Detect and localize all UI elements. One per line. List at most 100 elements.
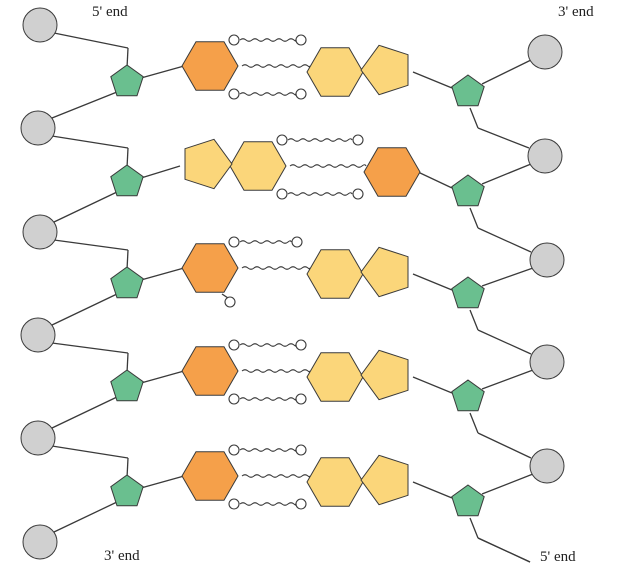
glycosidic-bond [412,273,453,291]
backbone-link [469,207,479,229]
backbone-link [469,309,479,331]
deoxyribose-sugar [451,174,485,207]
phosphate-group [20,317,56,353]
bond-atom [228,34,240,46]
hydrogen-bond [287,192,353,196]
purine-base-hexagon [229,141,287,191]
backbone-link [51,293,118,326]
backbone-link [477,227,532,253]
hydrogen-bond [239,448,297,452]
glycosidic-bond [412,71,453,89]
backbone-link [477,432,532,459]
deoxyribose-sugar [451,74,485,107]
bond-atom [228,339,240,351]
bond-atom [291,236,303,248]
hydrogen-bond [241,369,311,373]
pyrimidine-base [181,451,239,501]
purine-base-pentagon [360,246,409,298]
bond-atom [352,188,364,200]
hydrogen-bond [287,138,353,142]
bond-atom [224,296,236,308]
backbone-link [53,191,118,223]
backbone-link [469,517,479,539]
hydrogen-bond [239,343,297,347]
backbone-link [53,501,118,533]
bond-atom [228,88,240,100]
phosphate-group [529,448,565,484]
purine-base-pentagon [360,349,409,401]
purine-base-hexagon [306,47,364,97]
backbone-strands [51,32,534,563]
hydrogen-bond [239,92,297,96]
deoxyribose-sugar [110,266,144,299]
bond-atom [228,444,240,456]
bond-atom [295,88,307,100]
pyrimidine-base [181,243,239,293]
glycosidic-bond [412,481,453,499]
phosphate-group [22,214,58,250]
deoxyribose-sugar [451,379,485,412]
backbone-link [51,135,129,149]
five-prime-end-label-bottom: 5' end [540,549,576,565]
bond-atom [228,498,240,510]
three-prime-end-label-bottom: 3' end [104,548,140,564]
bond-atom [295,34,307,46]
pyrimidine-base [181,41,239,91]
phosphate-group [527,138,563,174]
backbone-link [481,369,534,390]
backbone-link [51,445,129,459]
backbone-link [481,163,532,185]
backbone-link [481,267,534,287]
glycosidic-bond [417,171,453,189]
bond-atom [276,188,288,200]
hydrogen-bond [239,240,292,244]
glycosidic-bond [140,475,185,489]
purine-base-pentagon [360,454,409,506]
backbone-link [53,32,129,49]
purine-base-hexagon [306,352,364,402]
deoxyribose-sugar [110,474,144,507]
backbone-link [477,329,532,355]
backbone-link [53,239,129,251]
glycosidic-bond [140,267,185,281]
hydrogen-bonds [239,38,367,506]
backbone-link [469,412,479,434]
purine-base-pentagon [184,138,233,190]
bond-atom [295,393,307,405]
five-prime-end-label-top: 5' end [92,4,128,20]
purine-base-hexagon [306,457,364,507]
purine-base-hexagon [306,249,364,299]
deoxyribose-sugar [110,369,144,402]
backbone-link [51,342,129,354]
phosphate-group [22,524,58,560]
pyrimidine-base [363,147,421,197]
glycosidic-bond [412,376,453,394]
hydrogen-bond [239,502,297,506]
glycosidic-bond [140,370,185,384]
backbone-link [469,107,479,129]
bond-atom [295,339,307,351]
bond-atom [276,134,288,146]
phosphate-group [22,7,58,43]
phosphate-group [20,110,56,146]
phosphate-group [529,242,565,278]
deoxyribose-sugar [110,164,144,197]
deoxyribose-sugar [451,484,485,517]
deoxyribose-sugar [451,276,485,309]
glycosidic-bond [140,65,185,79]
glycosidic-bond [140,165,181,179]
bond-atom [295,498,307,510]
backbone-link [477,127,530,149]
pyrimidine-base [181,346,239,396]
phosphate-group [20,420,56,456]
purine-base-pentagon [360,44,409,96]
three-prime-end-label-top: 3' end [558,4,594,20]
bond-atom [228,393,240,405]
deoxyribose-sugar [110,64,144,97]
backbone-tail [477,537,531,563]
backbone-link [481,59,532,85]
nucleotides [20,7,565,560]
phosphate-group [527,34,563,70]
hydrogen-bond [239,397,297,401]
